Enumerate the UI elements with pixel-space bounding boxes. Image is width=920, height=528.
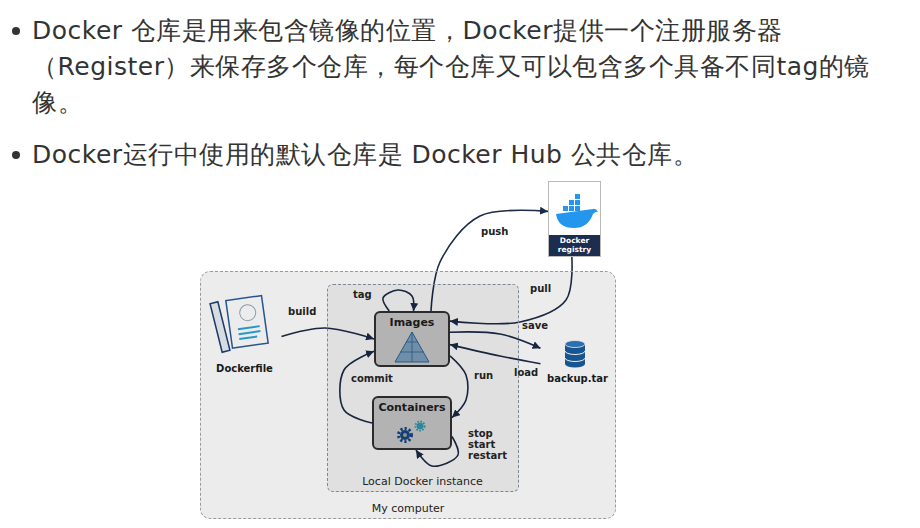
edge-label: save: [522, 320, 548, 331]
edge-label: stop start restart: [468, 428, 507, 461]
node-label: Images: [390, 316, 435, 329]
whale: [556, 209, 598, 228]
dockerfile-node: Dockerfile: [208, 292, 282, 374]
edge-label: push: [481, 226, 508, 237]
edge-label: run: [474, 370, 493, 381]
registry-node: Docker registry: [548, 181, 601, 257]
whale-box: [575, 194, 580, 199]
edge-label: build: [288, 306, 316, 317]
images-box: Images: [374, 311, 450, 367]
backup-node: backup.tar: [541, 340, 615, 384]
node-label: backup.tar: [547, 373, 608, 384]
bullet: [12, 151, 20, 159]
whale-box: [569, 206, 574, 211]
whale-box: [569, 200, 574, 205]
bullet-text: Docker 仓库是用来包含镜像的位置，Docker提供一个注册服务器（Regi…: [32, 13, 910, 121]
edge-label: pull: [530, 283, 551, 294]
node-label: Docker registry: [549, 235, 600, 256]
whale-box: [563, 206, 568, 211]
registry-icon: [556, 194, 598, 228]
bullet: [12, 27, 20, 35]
edge-label: load: [514, 367, 538, 378]
whale-box: [575, 206, 580, 211]
node-label: My computer: [372, 502, 445, 515]
computer-region: My computer Local Docker instance ImagesCo…: [200, 271, 616, 519]
bullet-text: Docker运行中使用的默认仓库是 Docker Hub 公共仓库。: [32, 137, 910, 173]
containers-box: Containers: [372, 396, 452, 450]
node-label: Containers: [378, 401, 445, 414]
whale-box: [575, 200, 580, 205]
node-label: Dockerfile: [216, 363, 273, 374]
edge-label: commit: [351, 373, 393, 384]
edge-label: tag: [353, 289, 372, 300]
node-label: Local Docker instance: [362, 475, 483, 488]
